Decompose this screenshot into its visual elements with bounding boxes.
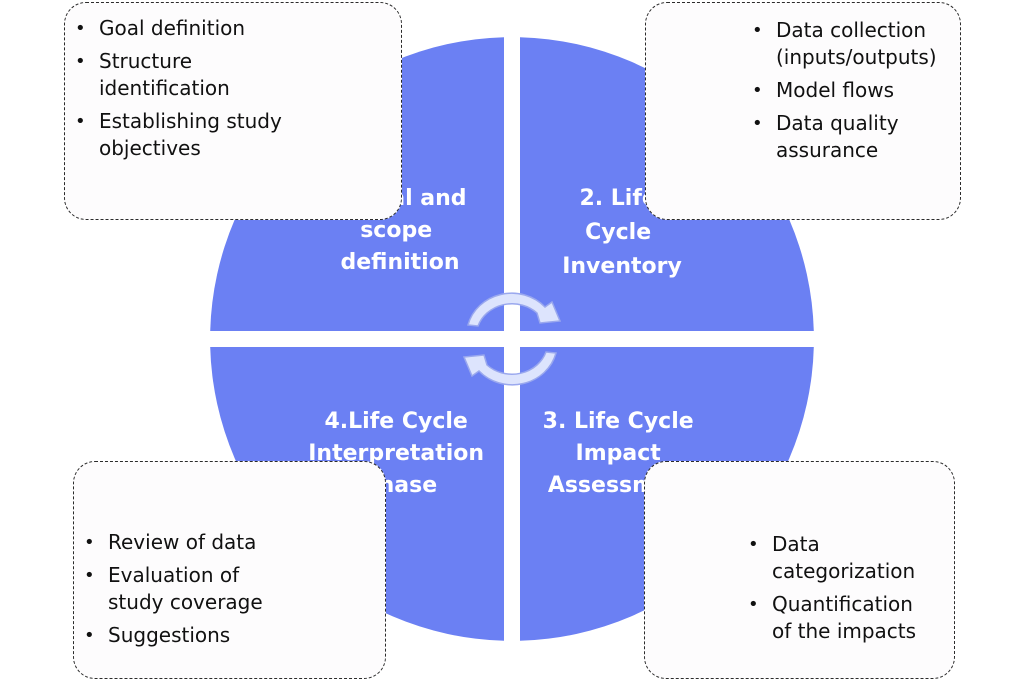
list-item: Evaluation of study coverage [74,562,278,616]
list-item: Structure identification [65,48,249,102]
note-inventory-list: Data collection (inputs/outputs) Model f… [742,17,960,164]
list-item: Data quality assurance [742,110,926,164]
cycle-arrow-top-icon [467,292,562,327]
note-goal-scope-list: Goal definition Structure identification… [65,15,401,162]
list-item: Data collection (inputs/outputs) [742,17,956,71]
note-inventory: Data collection (inputs/outputs) Model f… [645,2,961,220]
note-goal-scope: Goal definition Structure identification… [64,2,402,220]
list-item: Data categorization [738,531,932,585]
note-interpretation-list: Review of data Evaluation of study cover… [74,529,385,649]
list-item: Model flows [742,77,960,104]
list-item: Establishing study objectives [65,108,299,162]
note-interpretation: Review of data Evaluation of study cover… [73,461,386,679]
note-impact: Data categorization Quantification of th… [644,461,955,679]
list-item: Goal definition [65,15,401,42]
note-impact-list: Data categorization Quantification of th… [738,531,954,645]
list-item: Quantification of the impacts [738,591,932,645]
list-item: Suggestions [74,622,385,649]
list-item: Review of data [74,529,385,556]
quadrant-label-inventory: 2. Life Cycle Inventory [562,186,682,279]
cycle-arrow-bottom-icon [462,351,557,386]
